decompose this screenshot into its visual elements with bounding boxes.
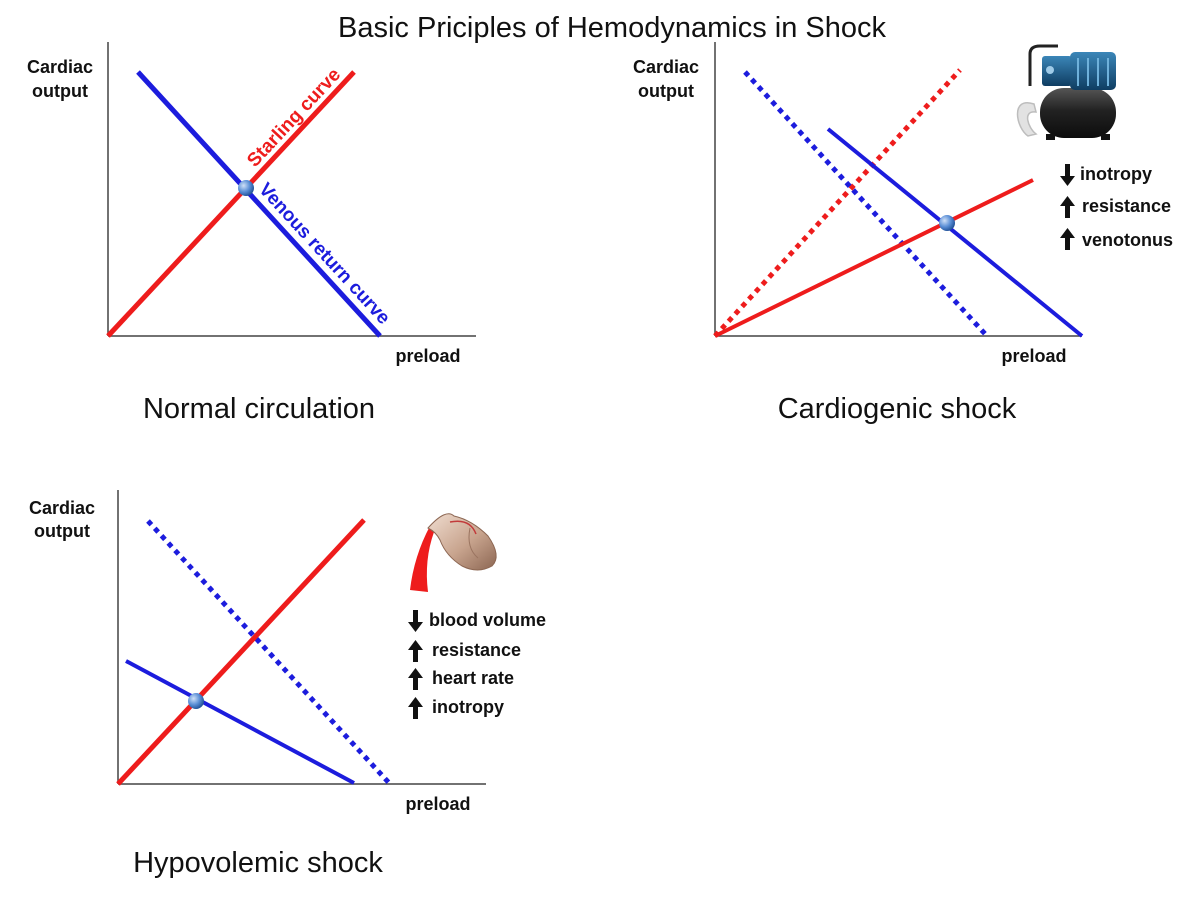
y-axis-label-line2: output xyxy=(638,81,694,101)
arrow-up-icon xyxy=(408,668,423,690)
panel-caption: Cardiogenic shock xyxy=(778,393,1017,425)
starling-curve xyxy=(106,70,356,338)
pouring-vessel-icon xyxy=(410,513,497,592)
arrow-up-icon xyxy=(408,697,423,719)
normal-starling-curve xyxy=(117,519,365,785)
factor-label: blood volume xyxy=(429,610,546,630)
panel-caption: Hypovolemic shock xyxy=(133,847,383,879)
y-axis-label-line1: Cardiac xyxy=(29,498,95,518)
y-axis-label-line1: Cardiac xyxy=(633,57,699,77)
normal-starling-curve xyxy=(713,68,962,338)
water-pump-icon xyxy=(1016,44,1116,140)
shifted-venous-return-curve xyxy=(826,127,1084,338)
axes xyxy=(107,42,476,337)
factor-item: inotropy xyxy=(1060,164,1152,186)
axes xyxy=(117,490,486,785)
x-axis-label: preload xyxy=(395,346,460,366)
panel-hypovolemic-shock: Cardiac output preload blood volume resi… xyxy=(29,490,546,879)
factor-label: inotropy xyxy=(432,697,504,717)
arrow-up-icon xyxy=(1060,196,1075,218)
y-axis-label-line1: Cardiac xyxy=(27,57,93,77)
factor-item: venotonus xyxy=(1060,228,1173,250)
normal-venous-return-curve xyxy=(146,519,392,786)
venous-return-curve xyxy=(136,70,382,338)
factor-list: blood volume resistance heart rate inotr… xyxy=(408,610,546,719)
reduced-venous-return-curve xyxy=(125,659,355,785)
diagram-title: Basic Priciples of Hemodynamics in Shock xyxy=(338,12,886,44)
axes xyxy=(714,42,1082,337)
venous-return-curve-label: Venous return curve xyxy=(254,179,394,329)
factor-label: inotropy xyxy=(1080,164,1152,184)
y-axis-label-line2: output xyxy=(32,81,88,101)
equilibrium-point xyxy=(188,693,204,709)
panel-normal-circulation: Cardiac output preload Starling curve Ve… xyxy=(27,42,476,425)
depressed-starling-curve xyxy=(714,178,1034,338)
factor-label: heart rate xyxy=(432,668,514,688)
normal-venous-return-curve xyxy=(743,70,989,338)
starling-curve-label: Starling curve xyxy=(243,64,345,171)
factor-item: resistance xyxy=(408,640,521,662)
x-axis-label: preload xyxy=(1001,346,1066,366)
arrow-up-icon xyxy=(1060,228,1075,250)
factor-item: resistance xyxy=(1060,196,1171,218)
equilibrium-point xyxy=(238,180,254,196)
factor-label: resistance xyxy=(432,640,521,660)
panel-caption: Normal circulation xyxy=(143,393,375,425)
arrow-down-icon xyxy=(1060,164,1075,186)
factor-item: blood volume xyxy=(408,610,546,632)
y-axis-label-line2: output xyxy=(34,521,90,541)
factor-list: inotropy resistance venotonus xyxy=(1060,164,1173,250)
x-axis-label: preload xyxy=(405,794,470,814)
arrow-up-icon xyxy=(408,640,423,662)
panel-cardiogenic-shock: Cardiac output preload inotropy xyxy=(633,42,1173,425)
factor-label: venotonus xyxy=(1082,230,1173,250)
factor-item: heart rate xyxy=(408,668,514,690)
factor-item: inotropy xyxy=(408,697,504,719)
equilibrium-point xyxy=(939,215,955,231)
factor-label: resistance xyxy=(1082,196,1171,216)
arrow-down-icon xyxy=(408,610,423,632)
